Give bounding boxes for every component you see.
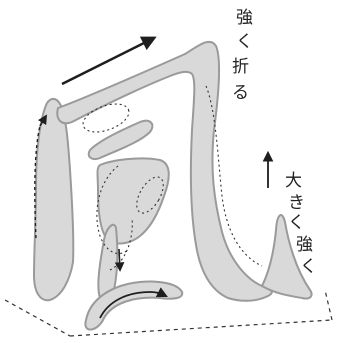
dashed-perspective-line-icon [5,300,70,336]
right-note-char-1: 大 [285,171,302,191]
character-strokes [34,42,312,330]
dashed-perspective-line-icon [70,320,332,336]
top-right-note-char-2: く [236,32,253,52]
right-note-char-2: き [288,193,305,213]
inner-vertical-arrow-icon [119,249,120,270]
right-note-char-3: く [288,213,305,233]
dashed-perspective-line-icon [325,290,332,320]
top-right-note-char-4: る [232,83,249,103]
top-right-note-char-1: 強 [236,8,253,28]
top-right-note-char-3: 折 [232,57,249,77]
right-note-char-4: 強 [296,235,313,255]
inner-top-stroke [89,121,153,159]
right-note-char-5: く [300,257,317,277]
top-right-annotation: 強 く 折 る [232,8,253,103]
